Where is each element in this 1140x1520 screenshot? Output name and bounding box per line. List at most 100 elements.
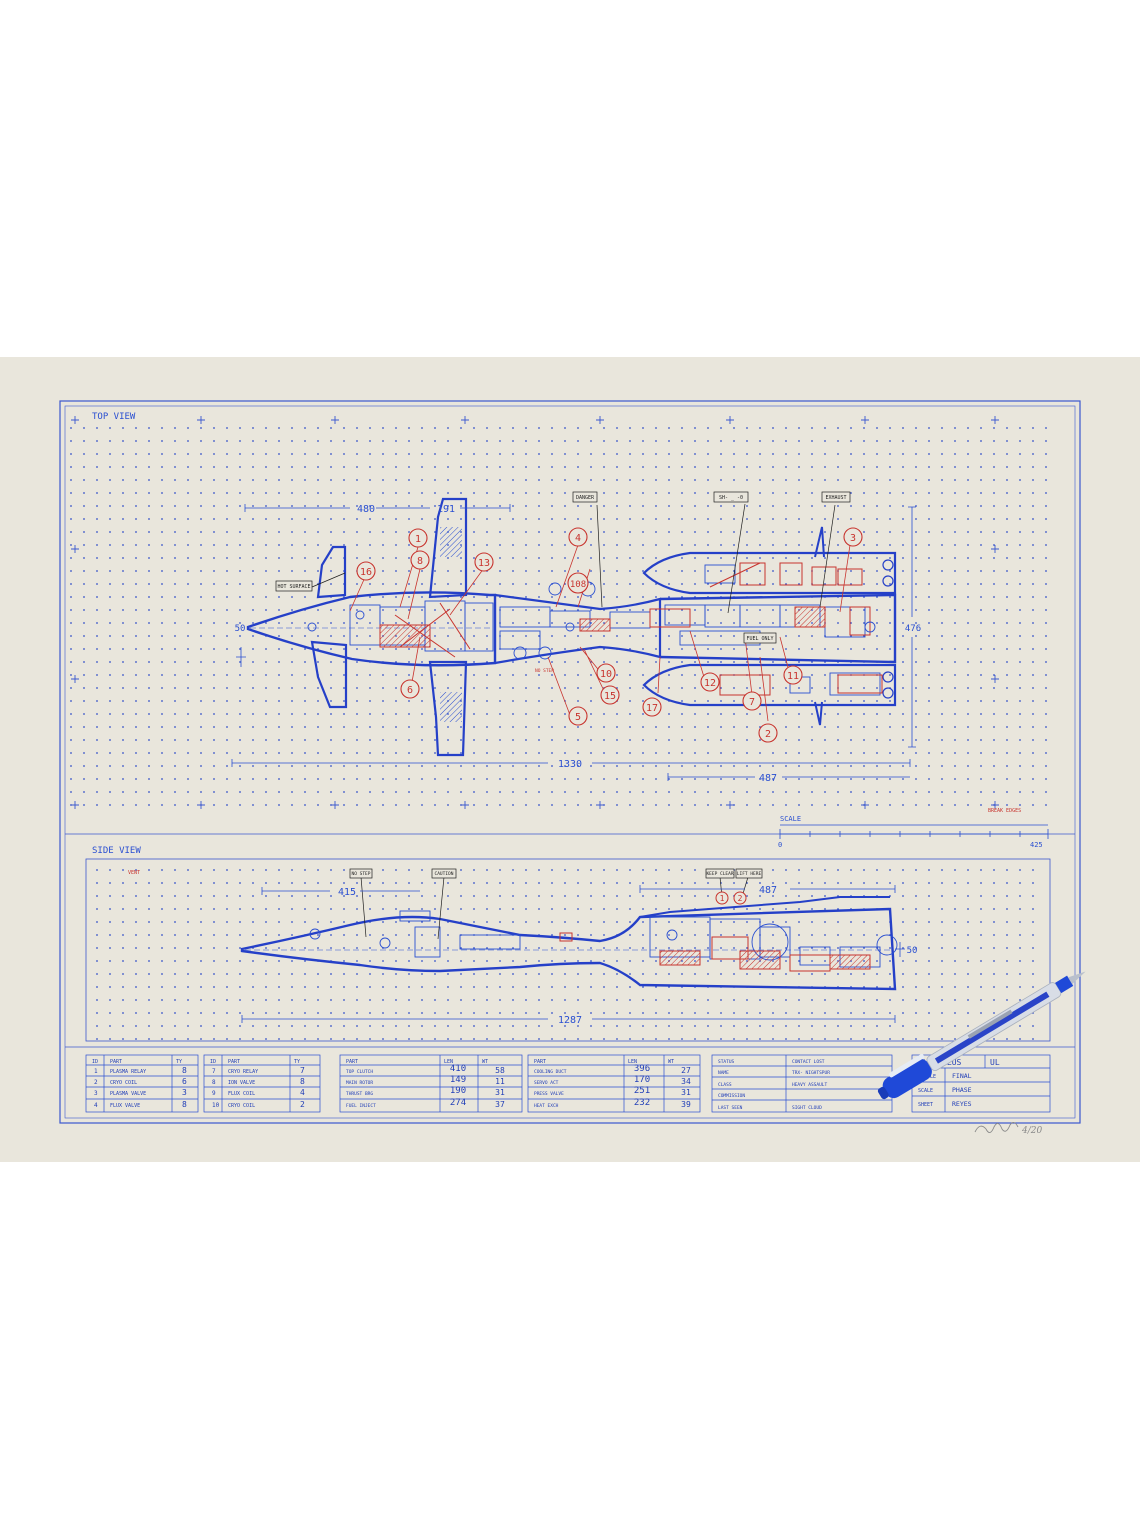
svg-text:12: 12 — [704, 678, 716, 689]
svg-text:2: 2 — [765, 729, 771, 740]
edition-number: 4/20 — [1021, 1126, 1042, 1136]
callout-11: 11 — [783, 665, 803, 685]
parts-header-part: PART — [110, 1059, 122, 1065]
spec-cell-len: 274 — [450, 1098, 466, 1108]
side-hull — [240, 907, 897, 991]
svg-text:1: 1 — [415, 534, 421, 545]
spec-cell-part: THRUST BRG — [346, 1091, 373, 1097]
callout-4: 4 — [568, 527, 588, 547]
svg-text:HOT SURFACE: HOT SURFACE — [277, 584, 310, 590]
title-block — [85, 1054, 1051, 1113]
status-value: TRX- NIGHTSPUR — [792, 1070, 830, 1076]
callout-17: 17 — [642, 697, 662, 717]
status-label: NAME — [718, 1070, 729, 1076]
callout-8: 8 — [410, 550, 430, 570]
parts-cell-ty: 8 — [182, 1066, 187, 1075]
parts-cell-id: 7 — [212, 1068, 216, 1075]
parts-cell-ty: 6 — [182, 1077, 187, 1086]
side-dimensions — [241, 885, 905, 1023]
spec-cell-part: SERVO ACT — [534, 1080, 559, 1086]
svg-text:SH- _ -0: SH- _ -0 — [719, 495, 743, 501]
svg-text:480: 480 — [357, 504, 375, 515]
parts-header-ty: TY — [294, 1059, 300, 1065]
status-value: SIGHT CLOUD — [792, 1105, 822, 1111]
parts-cell-part: CRYO COIL — [110, 1080, 137, 1086]
svg-text:15: 15 — [604, 691, 616, 702]
status-label: COMMISSION — [718, 1093, 745, 1099]
parts-cell-id: 9 — [212, 1090, 216, 1097]
engine-pod-upper — [642, 551, 897, 595]
tag-break-edges: BREAK EDGES — [988, 808, 1021, 814]
parts-cell-id: 1 — [94, 1068, 98, 1075]
parts-cell-part: ION VALVE — [228, 1080, 255, 1086]
svg-text:10: 10 — [600, 669, 612, 680]
tag-exhaust: EXHAUST — [821, 491, 851, 503]
spec-cell-len: 170 — [634, 1075, 650, 1085]
top-callouts: 16 1 8 13 4 108 3 6 5 10 15 17 12 7 11 2 — [356, 527, 863, 743]
spec-cell-wt: 58 — [495, 1066, 505, 1075]
svg-text:191: 191 — [437, 504, 455, 515]
svg-text:487: 487 — [759, 885, 777, 896]
spec-cell-wt: 37 — [495, 1100, 505, 1109]
svg-text:476: 476 — [905, 624, 921, 634]
spec-header-wt: WT — [668, 1059, 674, 1065]
status-value: CONTACT LOST — [792, 1059, 825, 1065]
tag-fuel-only: FUEL ONLY — [743, 632, 777, 644]
svg-text:EXHAUST: EXHAUST — [825, 495, 846, 501]
tag-no-step: NO STEP — [349, 868, 373, 879]
fuselage-forward — [246, 591, 497, 667]
spec-cell-part: PRESS VALVE — [534, 1091, 564, 1097]
tag-keep-clear: KEEP CLEAR — [705, 868, 735, 879]
main-wing-lower — [428, 660, 468, 757]
parts-cell-part: PLASMA RELAY — [110, 1069, 146, 1075]
parts-cell-id: 10 — [212, 1102, 220, 1109]
callout-2: 2 — [758, 723, 778, 743]
svg-text:17: 17 — [646, 703, 658, 714]
svg-text:50: 50 — [235, 624, 246, 634]
svg-text:2: 2 — [738, 894, 743, 903]
svg-text:NO STEP: NO STEP — [352, 871, 371, 877]
callout-108: 108 — [567, 572, 589, 594]
title-label: SHEET — [918, 1102, 933, 1108]
callout-12: 12 — [700, 672, 720, 692]
spec-cell-len: 410 — [450, 1064, 466, 1074]
svg-text:KEEP CLEAR: KEEP CLEAR — [706, 871, 733, 877]
tag-sh: SH- _ -0 — [713, 491, 749, 503]
parts-cell-ty: 7 — [300, 1066, 305, 1075]
front-wing-lower — [310, 640, 348, 709]
spec-cell-len: 396 — [634, 1064, 650, 1074]
title-value: REYES — [952, 1100, 972, 1108]
callout-10: 10 — [596, 663, 616, 683]
parts-header-part: PART — [228, 1059, 240, 1065]
tag-lift-here: LIFT HERE — [735, 868, 763, 879]
spec-header-part: PART — [346, 1059, 358, 1065]
side-callouts: 1 2 — [715, 891, 747, 905]
svg-text:6: 6 — [407, 685, 413, 696]
scale-bar: SCALE 0 425 — [778, 815, 1049, 849]
spec-header-len: LEN — [444, 1059, 453, 1065]
engine-pod-lower — [642, 663, 897, 707]
tag-vent: VENT — [128, 870, 140, 876]
parts-header-ty: TY — [176, 1059, 182, 1065]
svg-text:13: 13 — [478, 558, 490, 569]
drawing-frame — [59, 400, 1081, 1124]
svg-text:3: 3 — [850, 533, 856, 544]
status-value: HEAVY ASSAULT — [792, 1082, 828, 1088]
parts-cell-ty: 8 — [182, 1100, 187, 1109]
callout-16: 16 — [356, 561, 376, 581]
parts-cell-id: 2 — [94, 1079, 98, 1086]
tag-no-step-top: NO STEP — [535, 668, 554, 674]
svg-text:8: 8 — [417, 556, 423, 567]
spec-cell-part: TOP CLUTCH — [346, 1069, 373, 1075]
svg-text:5: 5 — [575, 712, 581, 723]
crosshair-marks — [71, 416, 999, 809]
spec-cell-len: 190 — [450, 1086, 466, 1096]
svg-text:1: 1 — [720, 894, 725, 903]
top-view-ship — [246, 497, 897, 757]
main-wing-upper — [428, 497, 468, 599]
parts-cell-id: 8 — [212, 1079, 216, 1086]
side-view-ship — [240, 876, 898, 991]
blueprint-paper: TOP VIEW SIDE VIEW — [0, 357, 1140, 1162]
svg-text:1330: 1330 — [558, 759, 582, 770]
title-value: PHASE — [952, 1086, 972, 1094]
